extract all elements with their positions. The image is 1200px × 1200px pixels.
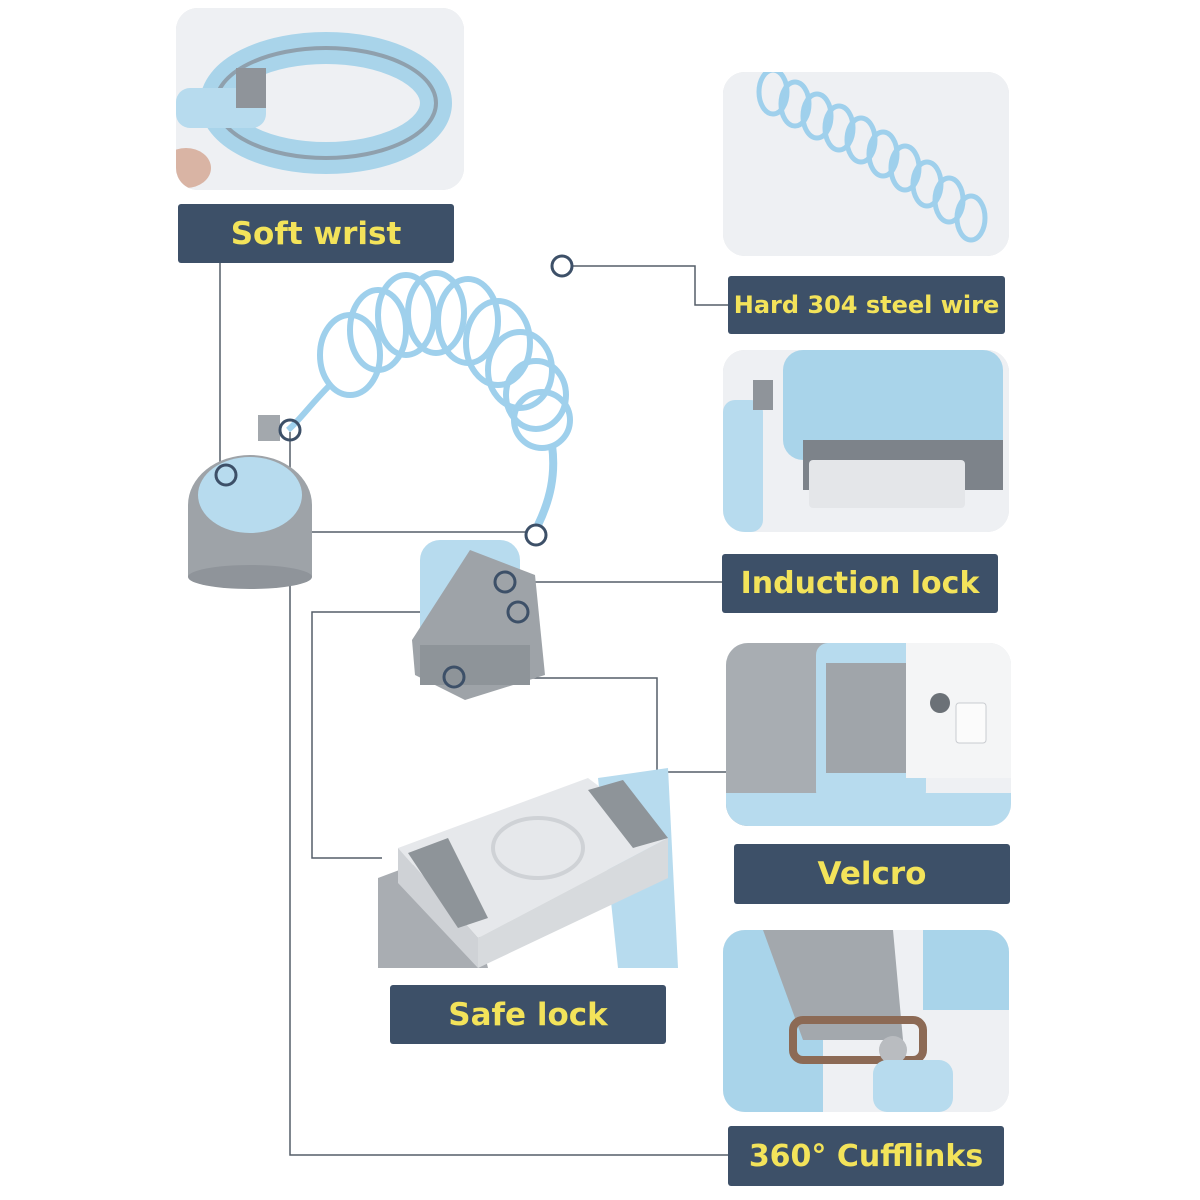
soft-wrist-label: Soft wrist [178, 204, 454, 263]
cufflinks-label: 360° Cufflinks [728, 1126, 1004, 1186]
cufflinks-photo [723, 930, 1009, 1112]
steel-wire-photo [723, 72, 1009, 256]
soft-wrist-photo [176, 8, 464, 190]
velcro-photo [726, 643, 1011, 826]
velcro-label: Velcro [734, 844, 1010, 904]
induction-lock-label: Induction lock [722, 554, 998, 613]
safe-lock-photo [378, 768, 678, 968]
safe-lock-label: Safe lock [390, 985, 666, 1044]
induction-lock-photo [723, 350, 1009, 532]
steel-wire-label: Hard 304 steel wire [728, 276, 1005, 334]
